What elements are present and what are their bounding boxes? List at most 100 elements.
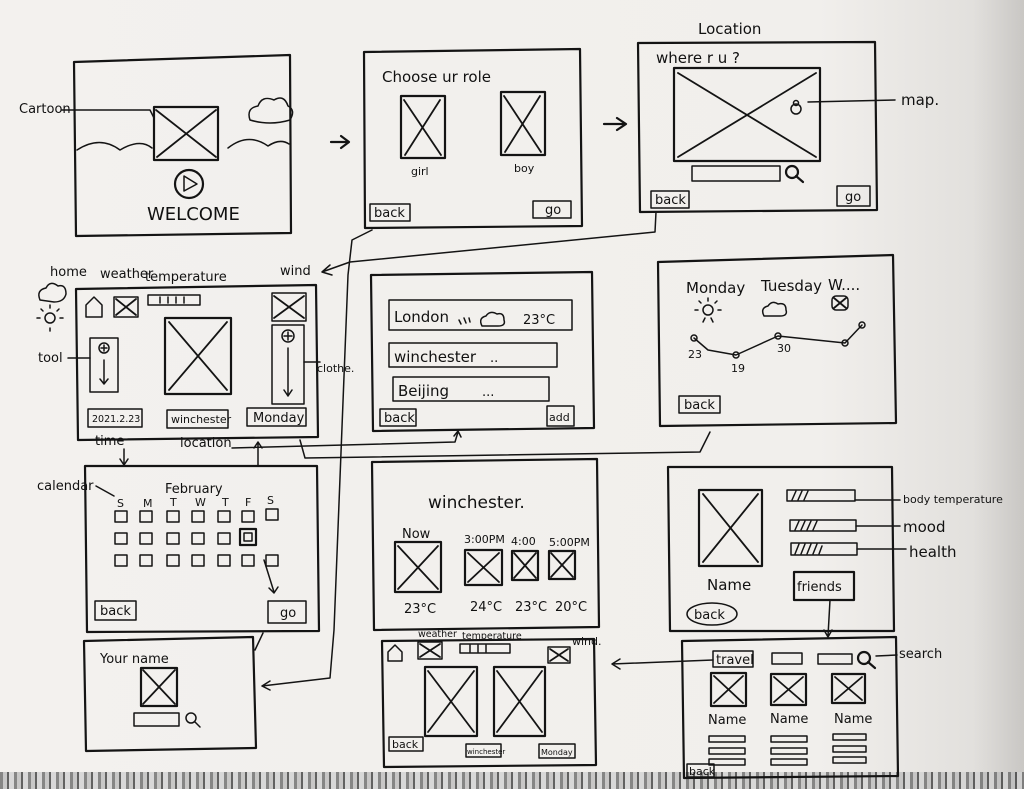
welcome-title: WELCOME	[147, 204, 240, 225]
annotation-health: health	[909, 543, 956, 561]
svg-text:back: back	[100, 604, 131, 619]
hourly-time-4pm: 4:00	[511, 535, 536, 548]
city-button[interactable]: winchester	[166, 409, 232, 429]
hourly-temp-now: 23°C	[404, 602, 436, 617]
location-search-input[interactable]	[691, 165, 781, 182]
character-placeholder-self	[423, 665, 479, 738]
go-button[interactable]: go	[267, 600, 307, 624]
back-button[interactable]: back	[650, 190, 690, 209]
annotation-temperature: temperature	[145, 270, 227, 285]
hourly-icon-4pm	[510, 549, 540, 582]
friend-card-3[interactable]: Name	[830, 672, 872, 727]
search-icon[interactable]	[784, 164, 805, 184]
home-icon[interactable]	[387, 644, 403, 662]
day-button[interactable]: Monday	[246, 407, 307, 427]
friend-card-1[interactable]: Name	[708, 671, 748, 728]
screen-friend-home: back winchester Monday	[380, 637, 598, 769]
map-placeholder[interactable]	[672, 66, 822, 163]
annotation-wind: wind	[280, 264, 311, 279]
back-button[interactable]: back	[686, 602, 738, 626]
svg-text:Name: Name	[708, 713, 746, 728]
annotation-tool: tool	[38, 351, 63, 366]
svg-text:back: back	[684, 398, 715, 413]
day-button[interactable]: Monday	[538, 743, 576, 759]
back-button[interactable]: back	[369, 203, 411, 222]
back-button[interactable]: back	[379, 408, 417, 427]
svg-text:add: add	[549, 411, 570, 424]
play-button[interactable]	[173, 168, 205, 200]
forecast-day-wednesday: W....	[828, 276, 860, 294]
travel-tab[interactable]: travel	[712, 650, 754, 668]
annotation-search: search	[899, 647, 942, 662]
temperature-bar	[459, 643, 511, 654]
profile-name: Name	[707, 576, 751, 594]
calendar-day-grid[interactable]	[114, 508, 279, 567]
annotation-weather: weather	[100, 267, 154, 282]
girl-avatar-placeholder[interactable]	[399, 94, 447, 160]
svg-text:go: go	[280, 606, 296, 621]
weather-icon	[417, 641, 443, 660]
go-button[interactable]: go	[836, 185, 871, 207]
back-button[interactable]: back	[94, 600, 137, 621]
svg-text:..: ..	[490, 351, 498, 366]
svg-text:Monday: Monday	[541, 748, 573, 757]
wind-icon	[271, 292, 307, 322]
name-input[interactable]	[133, 712, 180, 727]
search-icon[interactable]	[185, 712, 201, 728]
search-icon[interactable]	[856, 650, 877, 670]
boy-avatar-placeholder[interactable]	[499, 90, 547, 157]
friend-card-2[interactable]: Name	[769, 672, 808, 727]
temperature-bar	[147, 294, 201, 306]
hourly-time-5pm: 5:00PM	[549, 536, 590, 549]
city-row-winchester[interactable]: winchester ..	[388, 342, 558, 368]
screen-profile: Name friends back	[666, 465, 896, 633]
clothes-panel[interactable]	[271, 324, 305, 405]
back-button[interactable]: back	[678, 395, 721, 414]
screen-your-name: Your name	[82, 635, 258, 753]
svg-text:Beijing: Beijing	[398, 382, 449, 400]
back-button[interactable]: back	[686, 763, 716, 778]
friends-search-input[interactable]	[817, 653, 853, 665]
screen-home: 2021.2.23 winchester Monday	[74, 283, 320, 442]
cloud-icon	[479, 311, 506, 327]
annotation-home: home	[50, 265, 87, 280]
body-temperature-bar	[786, 489, 856, 502]
date-button[interactable]: 2021.2.23	[87, 408, 143, 428]
city-button[interactable]: winchester	[465, 743, 505, 758]
calendar-selected-day[interactable]	[238, 527, 258, 547]
hourly-icon-5pm	[547, 549, 577, 581]
annotation-weather2: weather	[418, 629, 457, 640]
city-row-london[interactable]: London 23°C	[388, 299, 573, 331]
tool-panel[interactable]	[89, 337, 119, 393]
svg-text:winchester: winchester	[171, 413, 232, 426]
hourly-time-now: Now	[402, 527, 431, 542]
annotation-location-small: location	[180, 436, 232, 451]
svg-text:back: back	[374, 206, 405, 221]
home-icon[interactable]	[85, 296, 103, 318]
temp-label-23: 23	[688, 348, 702, 361]
city-row-beijing[interactable]: Beijing ...	[392, 376, 550, 402]
hourly-temp-4pm: 23°C	[515, 600, 547, 615]
character-placeholder	[163, 316, 233, 396]
calendar-weekday-row: S M T W T F S	[117, 494, 274, 510]
filter-tab[interactable]	[771, 652, 803, 665]
cloud-icon	[761, 301, 788, 317]
mood-bar	[789, 519, 857, 532]
back-button[interactable]: back	[388, 736, 424, 752]
svg-text:Name: Name	[834, 712, 872, 727]
go-button[interactable]: go	[532, 200, 572, 219]
svg-text:M: M	[143, 497, 153, 510]
annotation-location: Location	[698, 20, 761, 38]
screen-city-list: London 23°C winchester .. Beijing ... ba…	[369, 270, 596, 433]
svg-text:back: back	[655, 193, 686, 208]
svg-text:travel: travel	[716, 653, 754, 668]
annotation-temperature2: temperature	[462, 631, 522, 642]
svg-text:S: S	[117, 497, 124, 510]
temp-label-19: 19	[731, 362, 745, 375]
character-placeholder-friend	[492, 665, 547, 738]
sun-icon	[694, 297, 722, 323]
sun-cloud-doodle	[36, 282, 67, 332]
friends-button[interactable]: friends	[792, 570, 856, 602]
add-city-button[interactable]: add	[546, 405, 575, 427]
